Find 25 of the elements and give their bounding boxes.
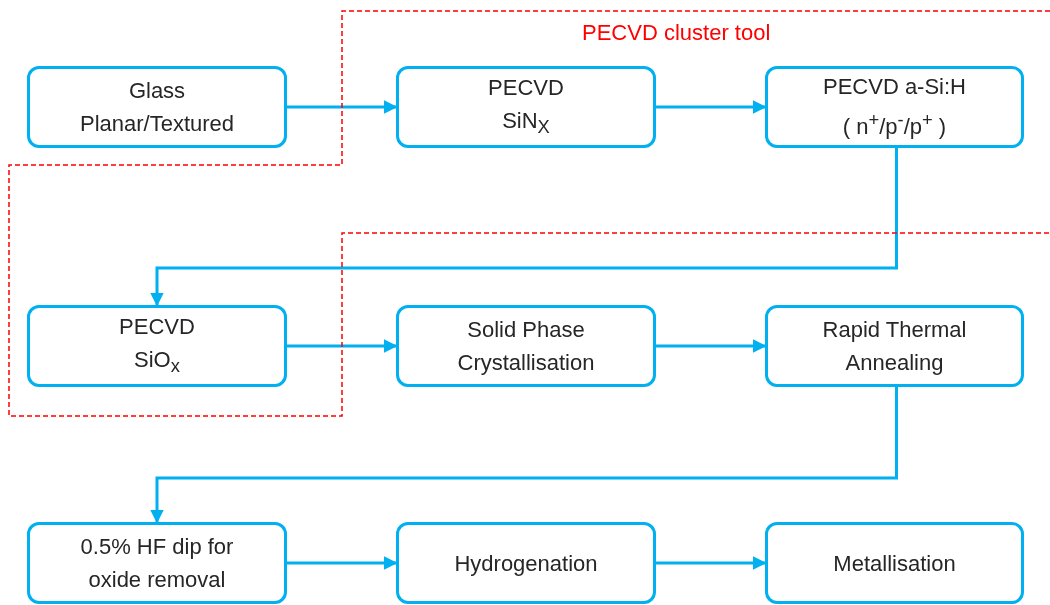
step-label: Hydrogenation xyxy=(454,549,598,578)
step-label: Metallisation xyxy=(833,549,956,578)
arrow xyxy=(656,339,767,353)
arrow xyxy=(656,100,767,114)
process-box xyxy=(27,522,287,604)
arrow xyxy=(287,556,398,570)
step-label: 0.5% HF dip for oxide removal xyxy=(80,533,234,594)
arrow xyxy=(287,339,398,353)
process-box xyxy=(396,522,656,604)
arrow xyxy=(150,387,898,524)
arrow xyxy=(287,100,398,114)
process-box xyxy=(765,522,1024,604)
dashed-cluster-region xyxy=(8,10,1050,417)
process-box xyxy=(765,66,1024,148)
step-label: Solid Phase Crystallisation xyxy=(457,316,595,377)
step-label: Rapid Thermal Annealing xyxy=(822,316,967,377)
process-box xyxy=(27,305,287,387)
step-label: PECVD SiO$_{x}$ xyxy=(119,312,195,379)
arrow xyxy=(150,148,898,307)
step-label: PECVD SiN$_{X}$ xyxy=(488,73,564,140)
process-box xyxy=(396,66,656,148)
group-label: PECVD cluster tool xyxy=(582,20,771,46)
step-label: Glass Planar/Textured xyxy=(79,77,235,138)
arrow xyxy=(656,556,767,570)
step-label: PECVD a-Si:H ( n$^{+}$/p$^{-}$/p$^{+}$ ) xyxy=(822,73,966,142)
